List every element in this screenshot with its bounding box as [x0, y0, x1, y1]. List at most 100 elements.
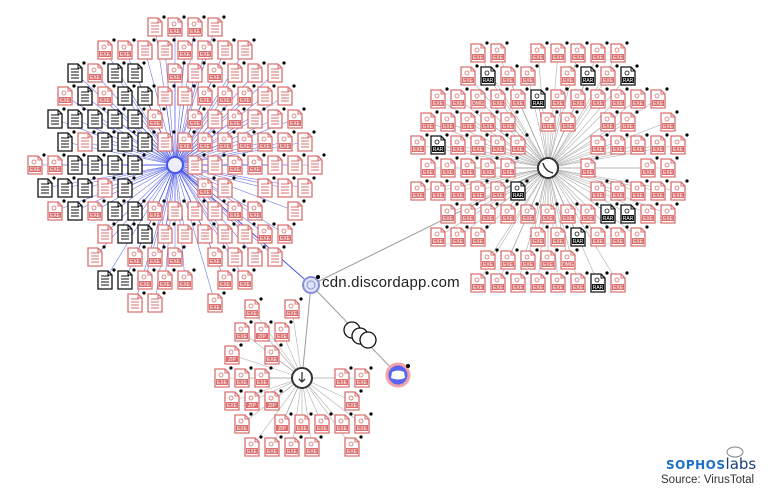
file-node[interactable]: EXE	[187, 15, 206, 37]
file-node[interactable]: EXE	[354, 366, 373, 388]
file-node[interactable]	[227, 61, 246, 83]
file-node[interactable]: EXE	[147, 107, 166, 129]
file-node[interactable]	[277, 176, 296, 198]
file-node[interactable]	[107, 107, 126, 129]
file-node[interactable]: EXE	[217, 268, 236, 290]
file-node[interactable]: RAR	[600, 202, 619, 224]
file-node[interactable]	[137, 130, 156, 152]
file-node[interactable]: EXE	[670, 133, 689, 155]
file-node[interactable]: RAR	[430, 133, 449, 155]
file-node[interactable]: EXE	[254, 366, 273, 388]
file-node[interactable]: EXE	[590, 179, 609, 201]
file-node[interactable]: EXE	[590, 133, 609, 155]
file-node[interactable]: EXE	[207, 245, 226, 267]
file-node[interactable]	[257, 84, 276, 106]
file-node[interactable]: EXE	[277, 222, 296, 244]
file-node[interactable]	[207, 107, 226, 129]
file-node[interactable]: EXE	[480, 248, 499, 270]
file-node[interactable]: EXE	[277, 130, 296, 152]
file-node[interactable]	[77, 176, 96, 198]
file-node[interactable]: EXE	[147, 199, 166, 221]
file-node[interactable]: EXE	[137, 268, 156, 290]
file-node[interactable]: EXE	[284, 297, 303, 319]
file-node[interactable]: EXE	[610, 133, 629, 155]
file-node[interactable]	[127, 291, 146, 313]
file-node[interactable]: EXE	[540, 110, 559, 132]
file-node[interactable]	[207, 15, 226, 37]
file-node[interactable]: EXE	[177, 38, 196, 60]
file-node[interactable]: EXE	[147, 245, 166, 267]
file-node[interactable]: EXE	[197, 176, 216, 198]
file-node[interactable]	[57, 130, 76, 152]
file-node[interactable]: EXE	[207, 291, 226, 313]
file-node[interactable]: EXE	[480, 156, 499, 178]
file-node[interactable]	[267, 61, 286, 83]
file-node[interactable]	[87, 245, 106, 267]
file-node[interactable]	[157, 222, 176, 244]
file-node[interactable]: EXE	[560, 202, 579, 224]
file-node[interactable]: EXE	[490, 271, 509, 293]
file-node[interactable]	[137, 38, 156, 60]
file-node[interactable]: EXE	[430, 87, 449, 109]
file-node[interactable]: EXE	[590, 225, 609, 247]
file-node[interactable]: EXE	[570, 271, 589, 293]
file-node[interactable]	[37, 176, 56, 198]
file-node[interactable]: EXE	[550, 225, 569, 247]
file-node[interactable]: EXE	[660, 156, 679, 178]
file-node[interactable]: EXE	[460, 156, 479, 178]
file-node[interactable]: EXE	[580, 202, 599, 224]
file-node[interactable]: EXE	[430, 179, 449, 201]
file-node[interactable]	[107, 199, 126, 221]
file-node[interactable]	[267, 107, 286, 129]
file-node[interactable]: EXE	[540, 248, 559, 270]
file-node[interactable]: ZIP	[274, 412, 293, 434]
file-node[interactable]: EXE	[500, 202, 519, 224]
file-node[interactable]: EXE	[214, 366, 233, 388]
file-node[interactable]: EXE	[227, 153, 246, 175]
file-node[interactable]	[97, 268, 116, 290]
file-node[interactable]: EXE	[247, 153, 266, 175]
file-node[interactable]: EXE	[197, 38, 216, 60]
file-node[interactable]	[237, 222, 256, 244]
file-node[interactable]: EXE	[520, 202, 539, 224]
file-node[interactable]	[177, 84, 196, 106]
file-node[interactable]: EXE	[630, 87, 649, 109]
file-node[interactable]: EXE	[234, 320, 253, 342]
file-node[interactable]: EXE	[580, 156, 599, 178]
file-node[interactable]	[217, 222, 236, 244]
file-node[interactable]	[267, 245, 286, 267]
file-node[interactable]: EXE	[640, 202, 659, 224]
file-node[interactable]: EXE	[610, 41, 629, 63]
file-node[interactable]: EXE	[87, 199, 106, 221]
file-node[interactable]: RAR	[530, 87, 549, 109]
file-node[interactable]: EXE	[610, 179, 629, 201]
file-node[interactable]: EXE	[224, 389, 243, 411]
file-node[interactable]	[137, 84, 156, 106]
file-node[interactable]: ZIP	[264, 389, 283, 411]
file-node[interactable]: EXE	[274, 320, 293, 342]
file-node[interactable]	[287, 199, 306, 221]
file-node[interactable]: EXE	[237, 268, 256, 290]
file-node[interactable]: ZIP	[254, 320, 273, 342]
file-node[interactable]: EXE	[217, 130, 236, 152]
file-node[interactable]: EXE	[510, 87, 529, 109]
file-node[interactable]: EXE	[650, 133, 669, 155]
file-node[interactable]	[187, 199, 206, 221]
file-node[interactable]: EXE	[490, 179, 509, 201]
file-node[interactable]	[307, 153, 326, 175]
file-node[interactable]: EXE	[530, 271, 549, 293]
file-node[interactable]	[147, 15, 166, 37]
file-node[interactable]	[177, 222, 196, 244]
file-node[interactable]: EXE	[600, 64, 619, 86]
file-node[interactable]: EXE	[460, 110, 479, 132]
file-node[interactable]	[217, 176, 236, 198]
file-node[interactable]: EXE	[470, 179, 489, 201]
file-node[interactable]: EXE	[207, 61, 226, 83]
file-node[interactable]: EXE	[167, 245, 186, 267]
file-node[interactable]: EXE	[247, 199, 266, 221]
file-node[interactable]: EXE	[500, 248, 519, 270]
file-node[interactable]	[237, 38, 256, 60]
file-node[interactable]: EXE	[334, 412, 353, 434]
file-node[interactable]: EXE	[97, 38, 116, 60]
file-node[interactable]	[157, 84, 176, 106]
